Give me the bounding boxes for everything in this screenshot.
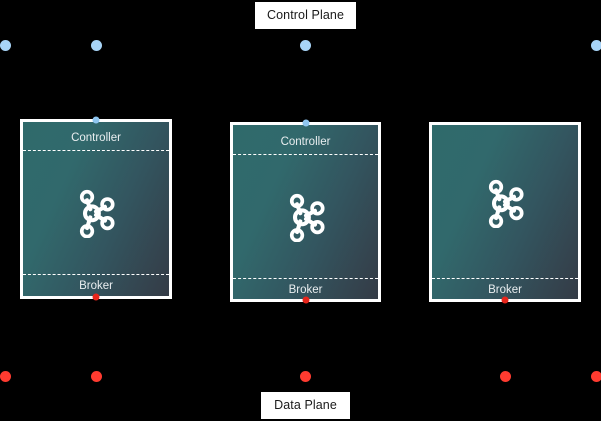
data-plane-dot-3[interactable] (300, 371, 311, 382)
control-plane-dot-1[interactable] (0, 40, 11, 51)
controller-connector-nub-1[interactable] (92, 116, 100, 124)
control-plane-dot-4[interactable] (591, 40, 601, 51)
controller-divider-1 (23, 150, 169, 151)
broker-label-1: Broker (79, 280, 113, 292)
node-inner-3: Broker (432, 125, 578, 299)
controller-label-1: Controller (71, 132, 121, 144)
control-plane-dot-3[interactable] (300, 40, 311, 51)
kafka-logo-wrapper-2 (284, 191, 328, 247)
kafka-logo-wrapper-1 (74, 187, 118, 243)
controller-connector-nub-2[interactable] (302, 119, 309, 127)
data-plane-dot-4[interactable] (500, 371, 511, 382)
kafka-node-3[interactable]: Broker (429, 122, 581, 302)
broker-connector-nub-3[interactable] (501, 296, 509, 304)
controller-divider-2 (233, 154, 378, 155)
controller-label-2: Controller (280, 136, 331, 148)
data-plane-dot-5[interactable] (591, 371, 601, 382)
broker-divider-3 (432, 278, 578, 279)
control-plane-label: Control Plane (255, 2, 356, 29)
kafka-logo-icon (289, 193, 325, 243)
data-plane-dot-1[interactable] (0, 371, 11, 382)
broker-label-2: Broker (288, 284, 323, 296)
broker-connector-nub-2[interactable] (302, 296, 309, 304)
data-plane-label: Data Plane (261, 392, 350, 419)
kafka-logo-icon (488, 179, 524, 228)
kafka-logo-wrapper-3 (483, 177, 527, 233)
broker-label-3: Broker (488, 284, 522, 296)
broker-connector-nub-1[interactable] (92, 293, 100, 301)
broker-divider-2 (233, 278, 378, 279)
control-plane-dot-2[interactable] (91, 40, 102, 51)
broker-divider-1 (23, 274, 169, 275)
kafka-logo-icon (79, 189, 115, 239)
data-plane-dot-2[interactable] (91, 371, 102, 382)
